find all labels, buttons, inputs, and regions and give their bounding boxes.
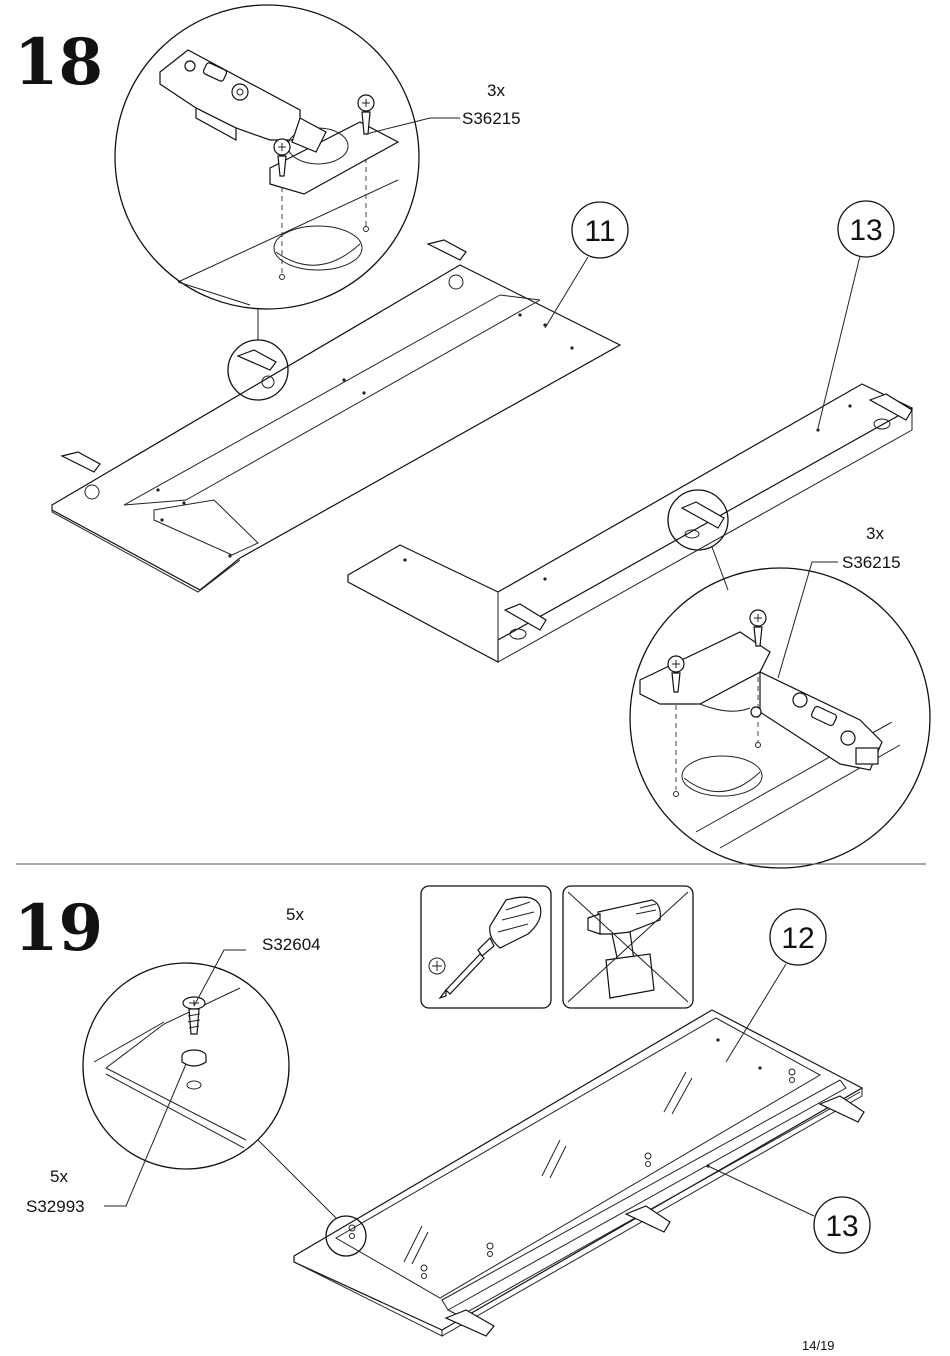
page-number: 14/19 xyxy=(802,1338,835,1353)
hinge-top-code: S36215 xyxy=(462,109,521,128)
screw-icon xyxy=(749,609,767,647)
hinge-zoom-marker xyxy=(227,339,289,401)
screw-quantity: 5x xyxy=(286,905,304,924)
glass-zoom-marker xyxy=(325,1215,367,1257)
tool-power-drill-forbidden xyxy=(562,885,694,1009)
forbidden-cross-icon xyxy=(567,891,689,1003)
hinge-zoom-marker-right xyxy=(667,489,729,551)
part-13-label: 13 xyxy=(849,214,882,247)
step-18-number: 18 xyxy=(14,25,103,100)
hinge-right-quantity: 3x xyxy=(866,524,884,543)
bumper-quantity: 5x xyxy=(50,1167,68,1186)
part-11-label: 11 xyxy=(584,215,615,248)
hinge-drawing-right xyxy=(639,631,883,771)
screwdriver-icon xyxy=(438,896,542,1000)
screw-icon xyxy=(667,655,685,693)
bumper-marker xyxy=(348,1224,356,1239)
bumper-code: S32993 xyxy=(26,1197,85,1216)
bumper-marker xyxy=(486,1242,494,1257)
tool-phillips-screwdriver xyxy=(420,885,552,1009)
part-11-callout xyxy=(571,201,629,259)
top-hinge-detail-circle xyxy=(114,4,460,310)
bumper-marker xyxy=(788,1068,796,1083)
bumper-marker xyxy=(644,1152,652,1167)
part-13-callout-step19 xyxy=(813,1196,871,1254)
screw-icon xyxy=(273,138,291,177)
phillips-plus-icon xyxy=(428,957,446,975)
screw-code: S32604 xyxy=(262,935,321,954)
part-12-callout xyxy=(769,908,827,966)
hinge-drawing-top xyxy=(159,49,400,195)
screw-icon xyxy=(182,996,206,1035)
step-19-number: 19 xyxy=(14,891,103,966)
power-drill-icon xyxy=(587,899,661,999)
bumper-marker xyxy=(420,1264,428,1279)
glass-door-drawing xyxy=(293,1009,865,1337)
panel-11-drawing xyxy=(51,239,622,593)
bumper-icon xyxy=(181,1049,207,1090)
part-13-label-step19: 13 xyxy=(825,1210,858,1243)
part-13-callout xyxy=(837,200,895,258)
part-12-label: 12 xyxy=(781,922,814,955)
panel-13-drawing xyxy=(347,383,914,663)
hinge-right-code: S36215 xyxy=(842,553,901,572)
bumper-detail-circle xyxy=(82,949,290,1207)
hinge-top-quantity: 3x xyxy=(487,81,505,100)
right-hinge-detail-circle xyxy=(629,561,931,869)
